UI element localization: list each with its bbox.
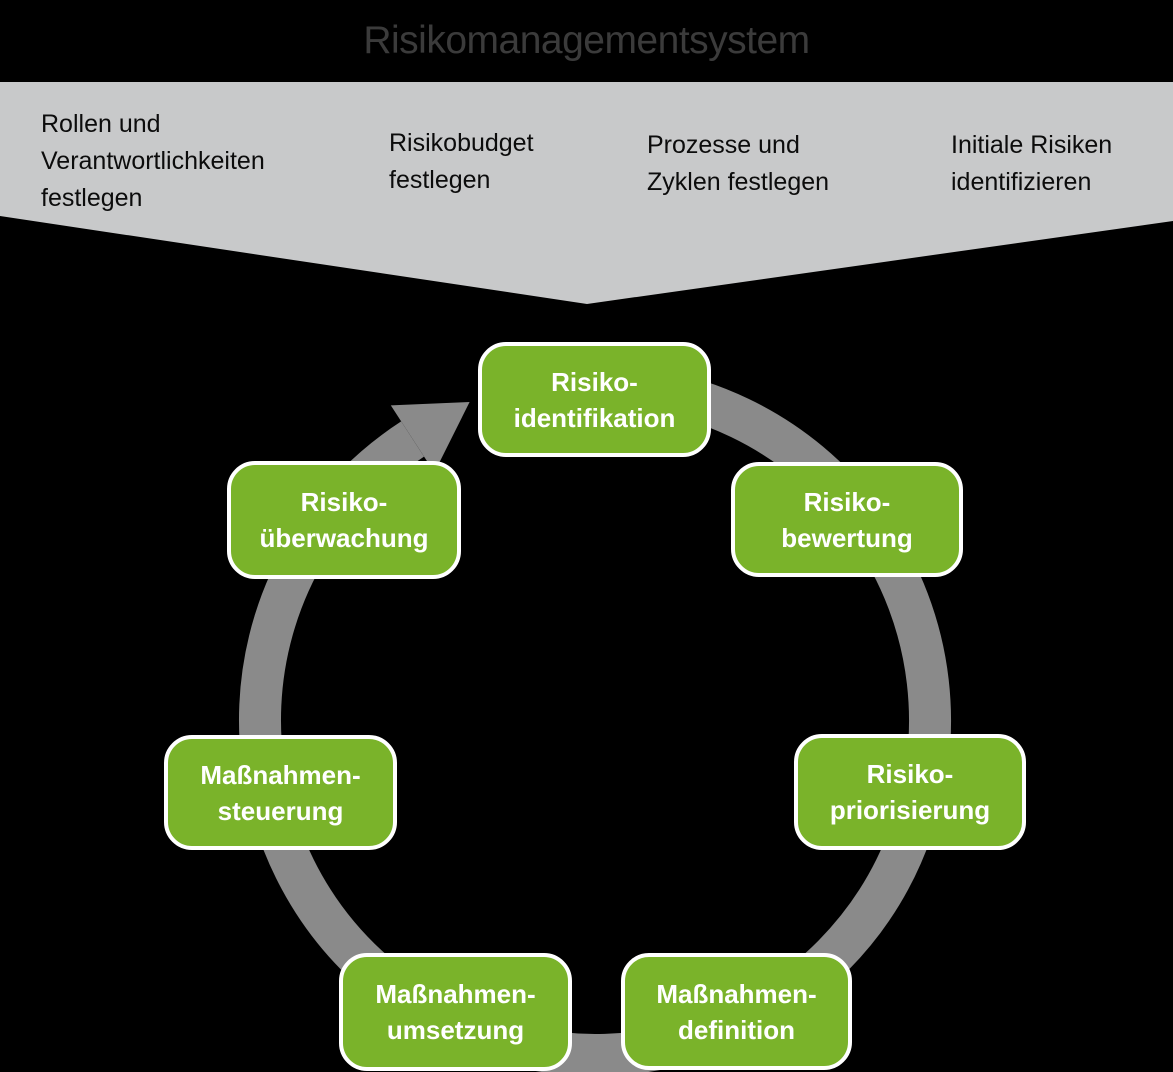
- step-label-line: priorisierung: [829, 795, 991, 825]
- cycle-step-massnahmen-steuerung: Maßnahmen- steuerung: [164, 735, 397, 850]
- title-bar: Risikomanagementsystem: [0, 0, 1173, 82]
- cycle-arrow-head: [390, 402, 470, 473]
- step-label-line: Risiko-: [300, 487, 388, 517]
- step-label-line: definition: [678, 1014, 795, 1045]
- cycle-step-risiko-identifikation: Risiko- identifikation: [478, 342, 711, 457]
- setup-task-line: Rollen und: [41, 110, 161, 138]
- step-label-line: Risiko-: [551, 366, 638, 397]
- setup-task-rollen-verantwortlichkeiten: Rollen und Verantwortlichkeiten festlege…: [41, 106, 265, 217]
- step-label-line: umsetzung: [386, 1015, 525, 1045]
- setup-task-line: Verantwortlichkeiten: [41, 147, 265, 175]
- setup-task-line: Risikobudget: [389, 129, 534, 157]
- setup-task-line: Zyklen festlegen: [647, 168, 830, 196]
- setup-task-initiale-risiken: Initiale Risiken identifizieren: [951, 127, 1112, 201]
- step-label-line: Risiko-: [803, 486, 891, 517]
- step-label-line: Risiko-: [866, 759, 954, 789]
- setup-task-prozesse-zyklen: Prozesse und Zyklen festlegen: [647, 127, 829, 201]
- setup-task-line: festlegen: [389, 166, 491, 194]
- setup-task-line: Prozesse und: [647, 131, 800, 159]
- setup-task-line: festlegen: [41, 184, 143, 212]
- setup-band-shape: [0, 82, 1173, 304]
- step-label-line: Maßnahmen-: [656, 978, 817, 1009]
- setup-task-line: identifizieren: [951, 168, 1092, 196]
- step-label-line: Maßnahmen-: [200, 759, 361, 790]
- step-label-line: steuerung: [217, 795, 344, 826]
- step-label-line: überwachung: [259, 523, 429, 553]
- cycle-step-massnahmen-umsetzung: Maßnahmen- umsetzung: [339, 953, 572, 1071]
- cycle-step-risiko-priorisierung: Risiko- priorisierung: [794, 734, 1026, 850]
- cycle-step-risiko-bewertung: Risiko- bewertung: [731, 462, 963, 577]
- setup-task-line: Initiale Risiken: [951, 131, 1113, 159]
- cycle-step-risiko-ueberwachung: Risiko- überwachung: [227, 461, 461, 579]
- diagram-title: Risikomanagementsystem: [363, 19, 810, 62]
- step-label-line: Maßnahmen-: [375, 979, 536, 1009]
- step-label-line: bewertung: [781, 522, 913, 553]
- setup-task-risikobudget: Risikobudget festlegen: [389, 125, 534, 199]
- step-label-line: identifikation: [513, 402, 676, 433]
- cycle-step-massnahmen-definition: Maßnahmen- definition: [621, 953, 852, 1070]
